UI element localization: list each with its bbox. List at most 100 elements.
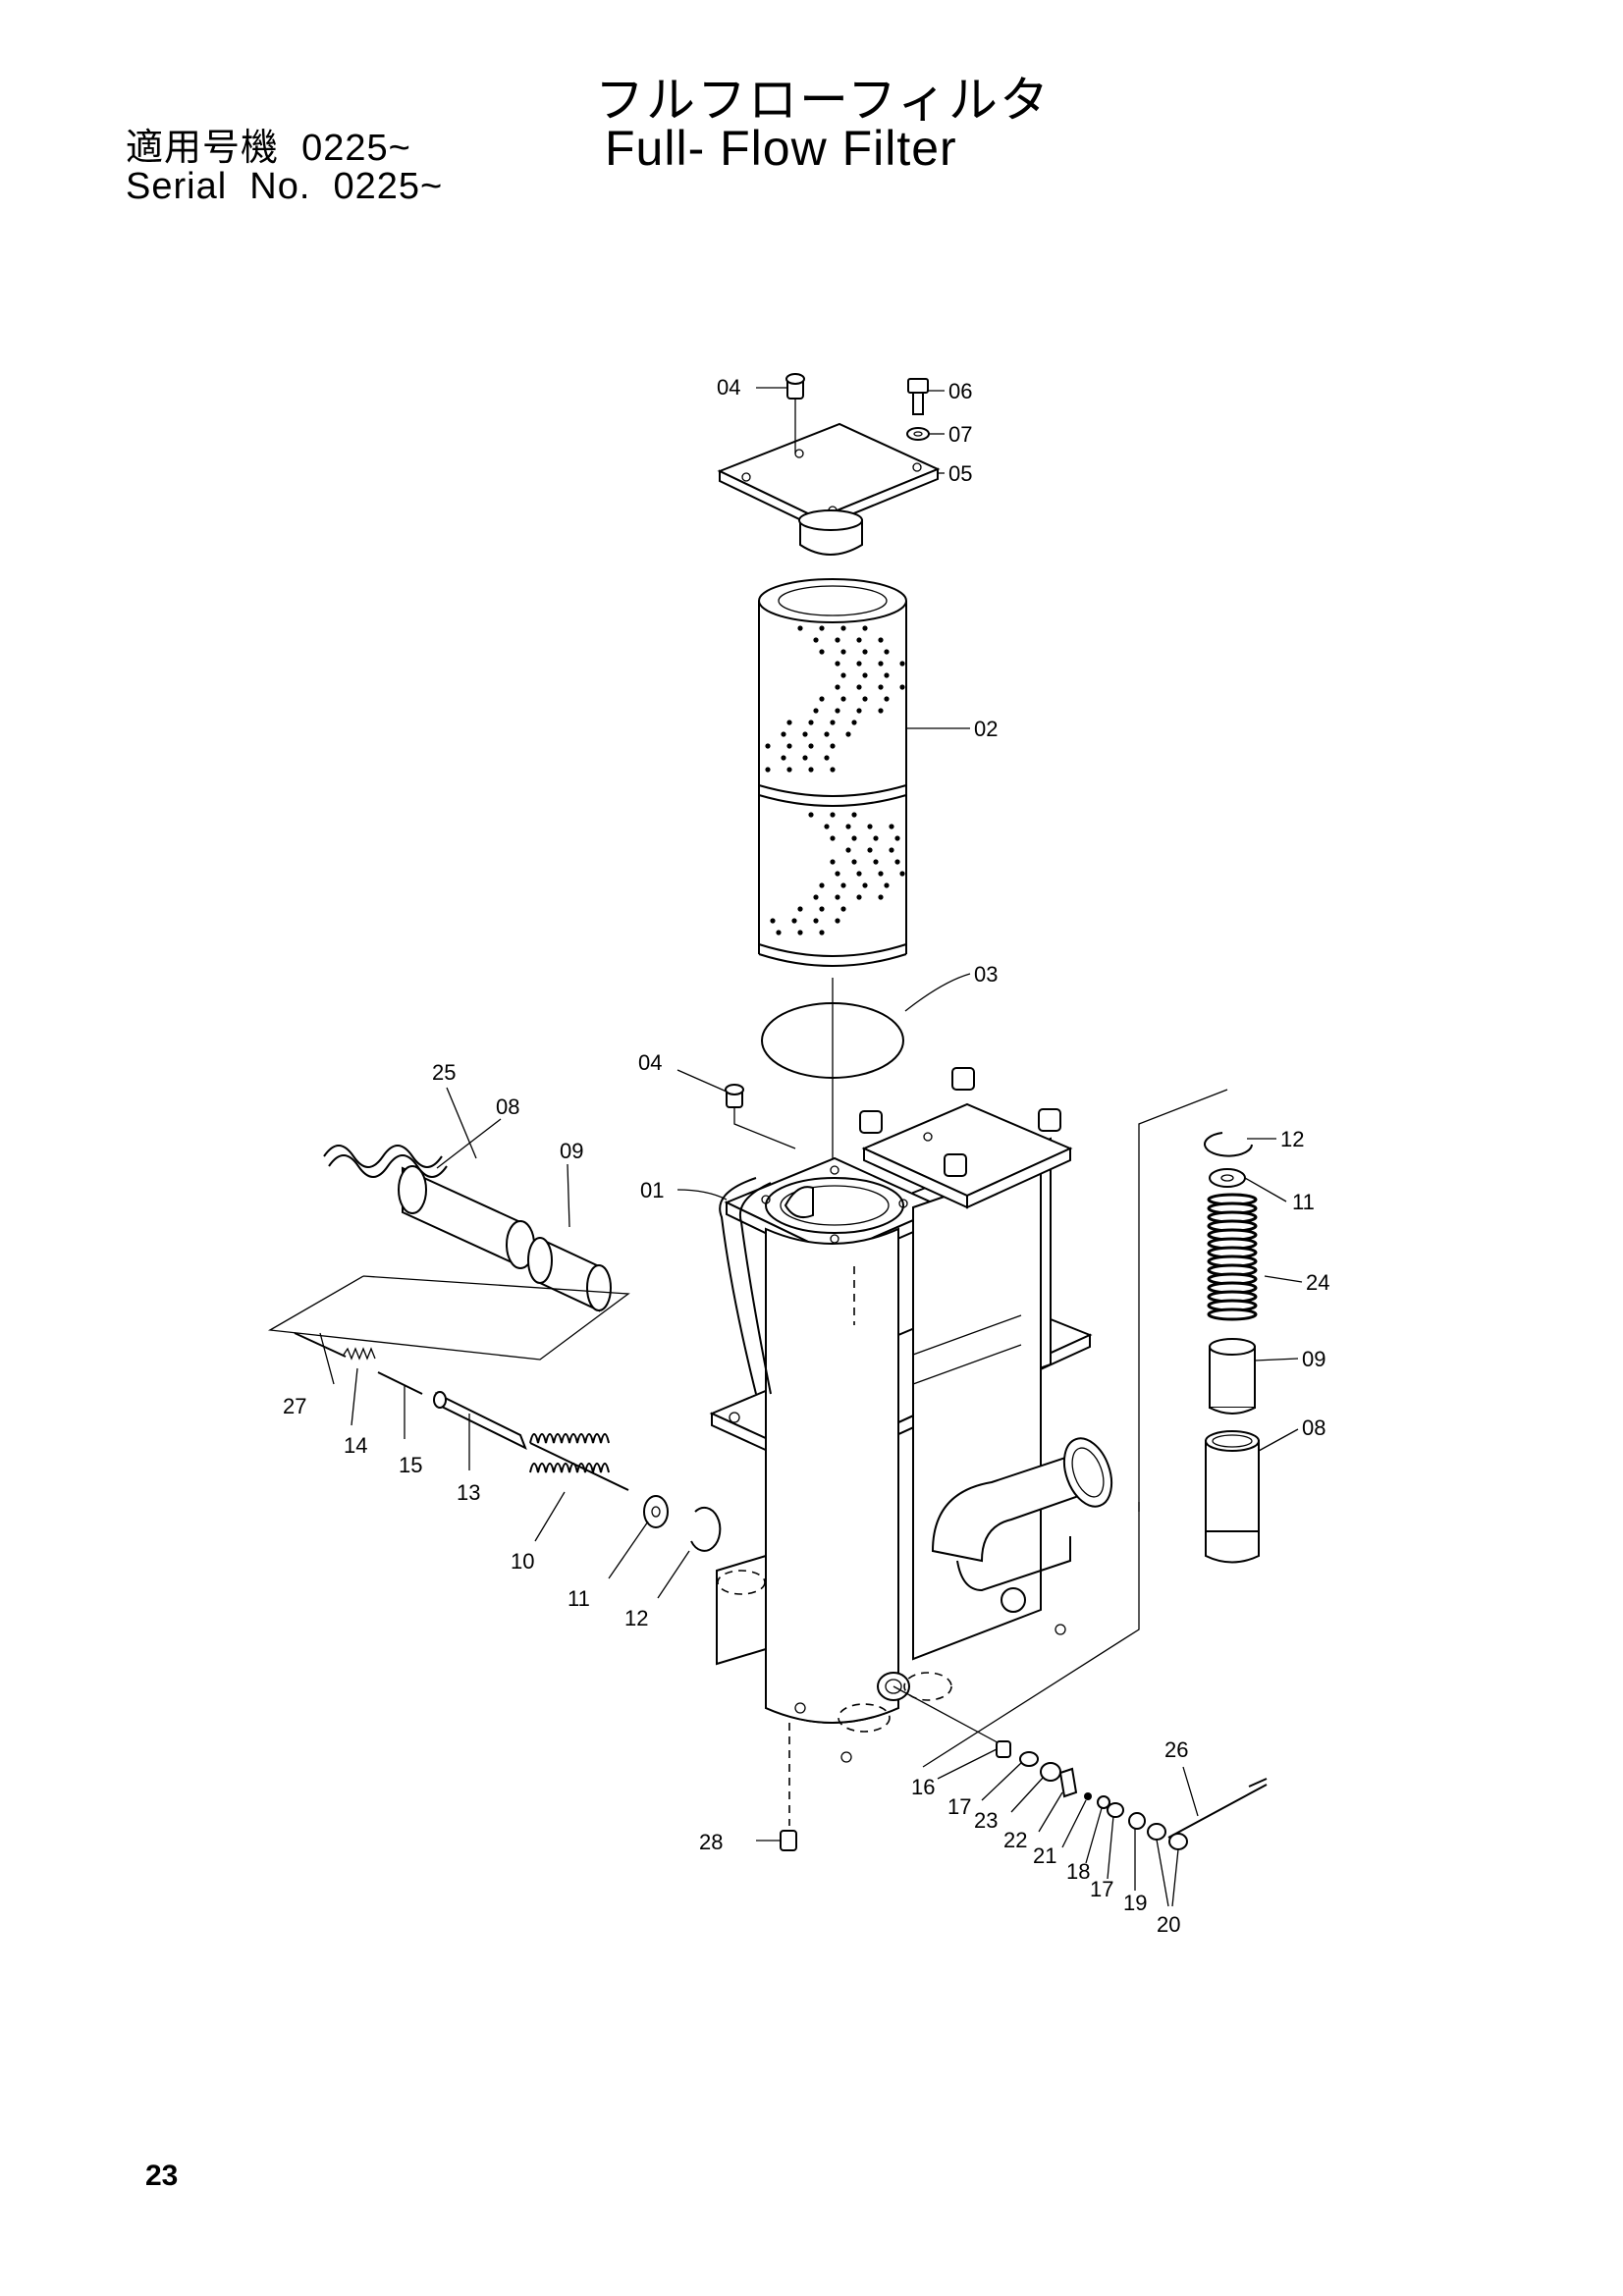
callout-18: 18 [1066, 1859, 1090, 1884]
perforation-hole [845, 731, 851, 737]
callout-10: 10 [511, 1549, 534, 1574]
perforation-hole [840, 882, 846, 888]
perforation-hole [862, 882, 868, 888]
perforation-hole [856, 661, 862, 667]
perforation-hole [765, 767, 771, 773]
perforation-hole [899, 661, 905, 667]
callout-07: 07 [948, 422, 972, 447]
callout-23: 23 [974, 1808, 998, 1833]
washer-17-a [1019, 1751, 1039, 1767]
title-english: Full- Flow Filter [605, 121, 957, 176]
perforation-hole [835, 871, 840, 877]
perforation-hole [894, 859, 900, 865]
callout-02: 02 [974, 717, 998, 741]
rod-13 [433, 1391, 527, 1451]
perforation-hole [878, 637, 884, 643]
perforation-hole [830, 859, 836, 865]
perforation-hole [899, 871, 905, 877]
perforation-hole [867, 847, 873, 853]
perforation-hole [867, 824, 873, 829]
perforation-hole [840, 696, 846, 702]
spring-14 [343, 1347, 376, 1361]
callout-01: 01 [640, 1178, 664, 1202]
perforation-hole [884, 649, 890, 655]
perforation-hole [808, 812, 814, 818]
perforation-hole [830, 720, 836, 725]
washer-11-right [1209, 1168, 1246, 1188]
callout-28: 28 [699, 1830, 723, 1854]
serial-info: 適用号機 0225~ Serial No. 0225~ [126, 130, 443, 206]
perforation-hole [835, 684, 840, 690]
perforation-hole [851, 835, 857, 841]
perforation-hole [786, 743, 792, 749]
perforation-hole [840, 672, 846, 678]
perforation-hole [884, 882, 890, 888]
washer-18 [1097, 1795, 1110, 1809]
perforation-hole [776, 930, 782, 935]
callout-04-body: 04 [638, 1050, 662, 1075]
perforation-hole [824, 755, 830, 761]
plate-22 [1058, 1767, 1078, 1798]
perforation-hole [835, 661, 840, 667]
perforation-hole [840, 625, 846, 631]
perforation-hole [862, 625, 868, 631]
perforation-hole [830, 767, 836, 773]
pin-15 [377, 1371, 423, 1395]
plug-28 [780, 1723, 797, 1851]
perforation-hole [856, 871, 862, 877]
perforation-hole [830, 743, 836, 749]
callout-12-right: 12 [1280, 1127, 1304, 1151]
perforation-hole [797, 906, 803, 912]
perforation-hole [819, 625, 825, 631]
perforation-hole [840, 649, 846, 655]
page-number: 23 [145, 2160, 179, 2192]
perforation-hole [878, 871, 884, 877]
perforation-hole [894, 835, 900, 841]
perforation-hole [797, 930, 803, 935]
serial-line-english: Serial No. 0225~ [126, 166, 444, 207]
plug-04-body [725, 1084, 796, 1149]
leader-lines [319, 387, 1303, 1907]
perforation-hole [862, 672, 868, 678]
snap-ring-12-right [1204, 1132, 1253, 1157]
callout-12-left: 12 [624, 1606, 648, 1630]
spring-10 [529, 1433, 629, 1491]
perforation-hole [878, 661, 884, 667]
washer-19 [1128, 1812, 1146, 1830]
perforation-hole [813, 894, 819, 900]
perforation-hole [873, 859, 879, 865]
o-ring-23 [1040, 1762, 1061, 1782]
perforation-hole [840, 906, 846, 912]
perforation-hole [884, 696, 890, 702]
plug-04-top [785, 373, 805, 454]
perforation-hole [862, 696, 868, 702]
perforation-hole [819, 696, 825, 702]
perforation-hole [797, 625, 803, 631]
seat-09-right [1209, 1338, 1256, 1415]
perforation-hole [791, 918, 797, 924]
seat-09-left [527, 1237, 612, 1312]
washer-17-b [1107, 1802, 1124, 1818]
perforation-hole [856, 684, 862, 690]
filter-housing-01 [709, 1067, 1113, 1763]
perforation-hole [813, 637, 819, 643]
callout-26: 26 [1164, 1737, 1188, 1762]
perforation-hole [835, 708, 840, 714]
perforation-hole [851, 720, 857, 725]
snap-ring-12-left [690, 1506, 722, 1552]
perforation-hole [786, 720, 792, 725]
spring-24 [1207, 1193, 1258, 1321]
callout-05: 05 [948, 461, 972, 486]
callout-27: 27 [283, 1394, 306, 1418]
title-japanese: フルフローフィルタ [595, 72, 1051, 129]
perforation-hole [808, 720, 814, 725]
callout-14: 14 [344, 1433, 367, 1458]
callout-13: 13 [457, 1480, 480, 1505]
perforation-hole [824, 824, 830, 829]
callout-20: 20 [1157, 1912, 1180, 1937]
perforation-hole [830, 835, 836, 841]
perforation-hole [856, 637, 862, 643]
callout-19: 19 [1123, 1891, 1147, 1915]
perforation-hole [765, 743, 771, 749]
perforation-hole [873, 835, 879, 841]
